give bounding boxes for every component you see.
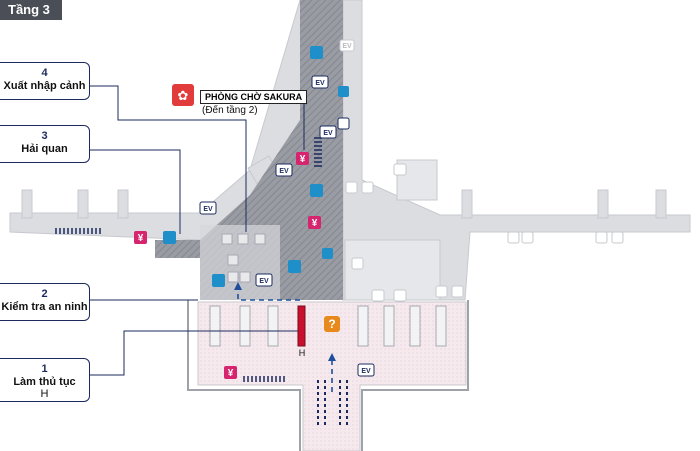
step-label: Làm thủ tục bbox=[13, 376, 76, 388]
svg-text:✿: ✿ bbox=[178, 88, 189, 103]
yen-labels: ¥ ¥ ¥ ¥ bbox=[138, 154, 318, 379]
restroom-icon bbox=[163, 46, 323, 287]
step-number: 3 bbox=[41, 130, 48, 142]
step-immigration: 4 Xuất nhập cảnh bbox=[0, 62, 90, 100]
elevator-labels: EV EV EV EV EV EV EV bbox=[203, 43, 371, 375]
yen-exchange-icon bbox=[134, 152, 321, 379]
step-number: 2 bbox=[41, 288, 48, 300]
step-label: Xuất nhập cảnh bbox=[3, 80, 86, 92]
checkin-hall bbox=[187, 300, 469, 451]
sakura-logo-icon: ✿ bbox=[172, 84, 194, 106]
step-customs: 3 Hải quan bbox=[0, 125, 90, 163]
escalator-icon bbox=[337, 117, 407, 302]
svg-text:EV: EV bbox=[361, 368, 371, 375]
svg-text:EV: EV bbox=[259, 278, 269, 285]
svg-text:¥: ¥ bbox=[312, 218, 318, 229]
lounge-name: PHÒNG CHỜ SAKURA bbox=[200, 90, 308, 104]
svg-text:¥: ¥ bbox=[300, 154, 306, 165]
accessible-restroom-icon bbox=[322, 86, 624, 298]
leader-lines bbox=[90, 85, 305, 376]
svg-text:EV: EV bbox=[323, 130, 333, 137]
route-arrow-icon bbox=[237, 288, 333, 392]
entrance-stairs bbox=[317, 380, 348, 425]
checkin-counters bbox=[209, 305, 447, 347]
lounge-note: (Đến tầng 2) bbox=[202, 105, 258, 116]
international-wing bbox=[342, 0, 691, 301]
airside-area bbox=[155, 0, 343, 300]
step-label: Hải quan bbox=[21, 143, 68, 155]
svg-text:?: ? bbox=[328, 317, 335, 331]
step-checkin: 1 Làm thủ tục H bbox=[0, 358, 90, 402]
svg-text:EV: EV bbox=[203, 206, 213, 213]
shops bbox=[221, 233, 266, 283]
svg-text:EV: EV bbox=[315, 80, 325, 87]
svg-text:¥: ¥ bbox=[138, 233, 144, 244]
step-number: 1 bbox=[41, 363, 48, 375]
svg-text:EV: EV bbox=[342, 43, 352, 50]
step-security: 2 Kiểm tra an ninh bbox=[0, 283, 90, 321]
step-number: 4 bbox=[41, 67, 48, 79]
escalators bbox=[55, 137, 322, 382]
step-label: Kiểm tra an ninh bbox=[1, 301, 88, 313]
info-icon: ? bbox=[324, 316, 340, 332]
step-sub: H bbox=[40, 388, 49, 400]
floor-tab: Tầng 3 bbox=[0, 0, 62, 20]
svg-text:EV: EV bbox=[279, 168, 289, 175]
elevator-icon bbox=[199, 39, 375, 377]
svg-text:¥: ¥ bbox=[228, 368, 234, 379]
counter-h-label: H bbox=[299, 348, 306, 358]
